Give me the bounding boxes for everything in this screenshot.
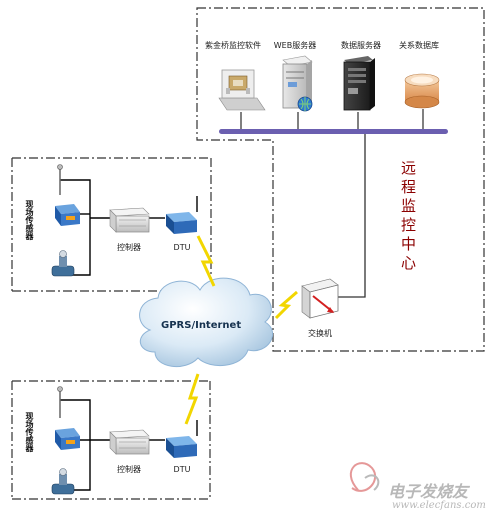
- site-1-controller-label: 控制器: [117, 242, 141, 252]
- server-label-0: 紫金桥监控软件: [205, 40, 261, 50]
- network-bus: [219, 129, 448, 134]
- server-label-1: WEB服务器: [274, 40, 316, 50]
- lightning-icon-2: [274, 290, 298, 320]
- data-server-icon: [343, 56, 375, 111]
- lightning-icon: [196, 235, 216, 287]
- server-connectors: [240, 109, 424, 129]
- site-2-sensor-label: 现场传感器: [25, 412, 34, 452]
- watermark-logo-icon: [349, 462, 380, 492]
- site-2-controller-label: 控制器: [117, 464, 141, 474]
- lightning-icon-3: [184, 373, 200, 425]
- site-2-dtu-label: DTU: [174, 465, 191, 474]
- site-1-dtu-label: DTU: [174, 243, 191, 252]
- site-2-sensor-transmitter: [55, 428, 80, 450]
- server-labels: 紫金桥监控软件 WEB服务器 数据服务器 关系数据库: [205, 40, 439, 50]
- site-1-controller-icon: [109, 207, 150, 233]
- watermark-logo-text: 电子发烧友: [388, 482, 469, 501]
- site-1-wiring: [60, 179, 165, 276]
- site-2-controller-icon: [109, 429, 150, 455]
- site-2-flow-meter: [51, 468, 75, 495]
- watermark-url: www.elecfans.com: [392, 500, 486, 511]
- site-1-flow-meter: [51, 250, 75, 277]
- cloud-label: GPRS/Internet: [161, 320, 242, 331]
- remote-monitoring-center-title: 远程监控中心: [399, 160, 417, 274]
- web-server-icon: [282, 55, 313, 112]
- site-2-dtu-icon: [166, 420, 198, 458]
- site-1-dtu-icon: [166, 196, 198, 234]
- site-2-wiring: [60, 399, 165, 491]
- site-2-sensor-probe: [57, 386, 63, 418]
- site-1-sensor-probe: [57, 164, 63, 195]
- server-label-3: 关系数据库: [399, 40, 439, 50]
- bus-to-switch-line: [338, 134, 366, 298]
- monitoring-center-frame: [196, 7, 485, 352]
- server-label-2: 数据服务器: [341, 40, 381, 50]
- gprs-internet-cloud: [139, 277, 274, 368]
- monitor-software-icon: [218, 69, 266, 111]
- site-frame-2: [11, 380, 211, 500]
- switch-label: 交换机: [308, 328, 332, 338]
- database-icon: [404, 73, 440, 109]
- site-1-sensor-label: 现场传感器: [25, 200, 34, 240]
- site-1-sensor-transmitter: [55, 204, 80, 226]
- switch-icon: [301, 278, 339, 319]
